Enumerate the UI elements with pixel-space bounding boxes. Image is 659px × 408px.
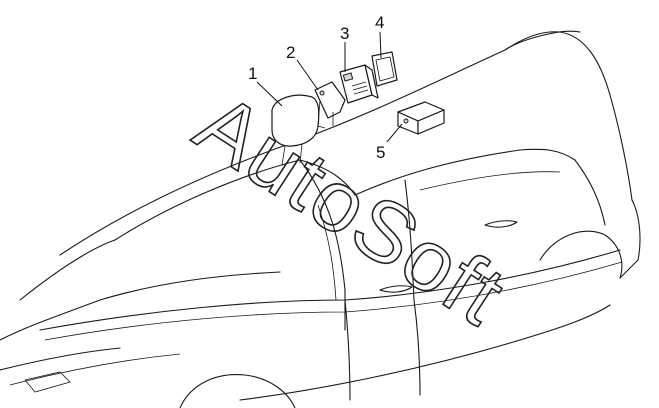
module-vents: [351, 81, 369, 95]
component-2-bracket: [314, 81, 346, 129]
beltline: [39, 249, 621, 331]
component-3-control-module: [339, 64, 379, 104]
beltline-shadow: [44, 261, 623, 341]
bracket-tab-1: [317, 99, 326, 129]
bracket-hole: [319, 90, 325, 96]
box-port: [403, 118, 409, 124]
component-4-panel-frame: [371, 51, 398, 87]
rocker-panel: [239, 304, 611, 401]
callout-labels: 1 2 3 4 5: [248, 13, 385, 162]
window-inner-rear: [419, 171, 561, 191]
b-pillar: [404, 179, 415, 301]
rear-deck-line: [504, 30, 581, 51]
side-window-top: [354, 148, 576, 196]
front-door-handle: [379, 285, 413, 293]
leader-lines: [256, 31, 403, 143]
headrest-post-right: [299, 143, 303, 164]
headrest-post-left: [281, 145, 286, 166]
rear-door-handle: [484, 220, 518, 228]
car-body-outline: [0, 30, 641, 408]
hood-line: [0, 271, 281, 341]
frame-outer: [371, 51, 398, 87]
leader-2: [296, 59, 319, 91]
front-wheel-arch: [179, 374, 296, 408]
window-inner-front: [317, 204, 337, 301]
rear-wheel-arch: [539, 230, 623, 279]
side-window-front: [299, 159, 346, 331]
leader-4: [379, 31, 382, 59]
autosoft-watermark: AutoSoft: [180, 75, 522, 344]
rear-window-line: [574, 159, 606, 226]
frame-inner: [375, 56, 395, 82]
leader-5: [386, 123, 403, 143]
windshield-frame: [114, 159, 356, 241]
leader-1: [256, 81, 283, 107]
windshield-lower-edge: [19, 239, 116, 301]
box-side: [417, 109, 445, 135]
headlight: [24, 371, 71, 393]
module-connector: [342, 72, 354, 82]
front-door-cut: [344, 299, 351, 401]
rear-bumper: [619, 199, 641, 279]
bracket-plate: [314, 81, 346, 119]
front-bumper: [0, 347, 121, 371]
callout-4: 4: [375, 13, 384, 32]
component-5-receiver-box: [397, 101, 445, 135]
hood-crease: [9, 353, 181, 386]
rear-door-cut: [413, 299, 421, 396]
callout-3: 3: [340, 24, 349, 43]
callout-2: 2: [286, 43, 295, 62]
module-side: [364, 64, 379, 99]
callout-5: 5: [376, 143, 385, 162]
callout-1: 1: [248, 64, 257, 83]
